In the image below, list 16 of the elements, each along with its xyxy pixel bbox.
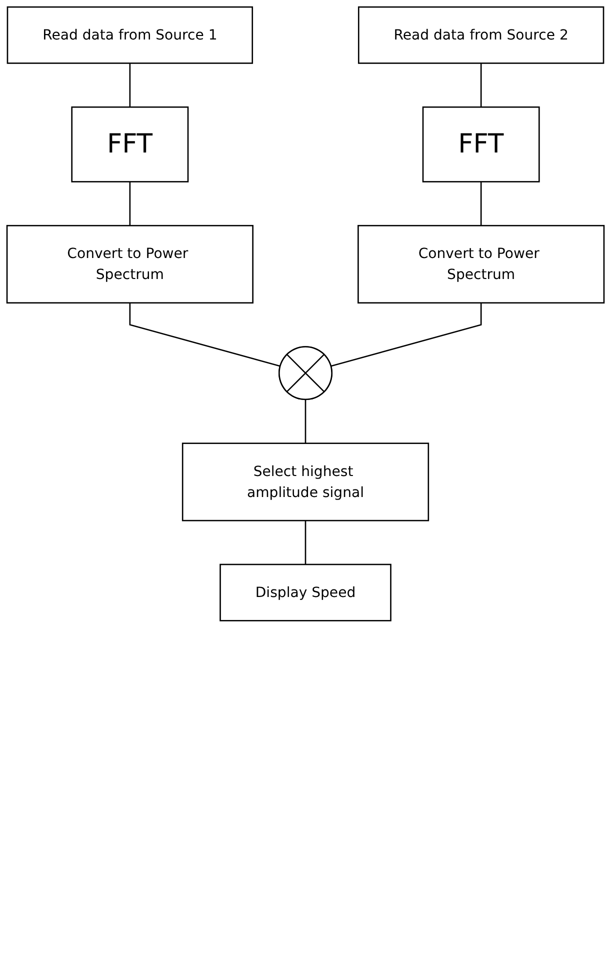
connector bbox=[304, 520, 306, 564]
node-box: Convert to Power Spectrum bbox=[358, 224, 605, 304]
node-box: Select highest amplitude signal bbox=[182, 442, 430, 522]
connector bbox=[129, 302, 280, 367]
node-box: Read data from Source 1 bbox=[6, 6, 254, 64]
node-box: FFT bbox=[71, 106, 189, 182]
connector bbox=[129, 182, 131, 226]
node-box: Convert to Power Spectrum bbox=[6, 224, 254, 304]
connector bbox=[304, 399, 306, 444]
connector bbox=[480, 63, 482, 108]
node-box: Read data from Source 2 bbox=[358, 6, 604, 64]
connector bbox=[330, 302, 482, 367]
node-box: FFT bbox=[422, 106, 540, 182]
node-box: Display Speed bbox=[220, 564, 392, 622]
connector bbox=[129, 63, 131, 108]
connector bbox=[480, 182, 482, 226]
